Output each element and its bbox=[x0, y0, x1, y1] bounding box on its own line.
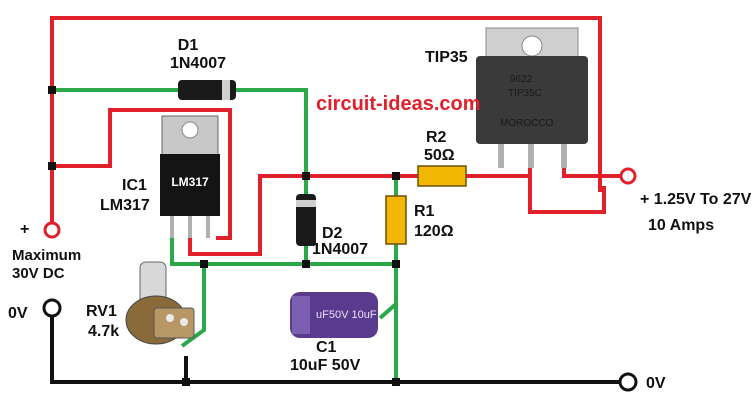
tip35-transistor-package: 9622 TIP35C MOROCCO bbox=[476, 27, 588, 168]
input-zero-terminal bbox=[42, 298, 62, 318]
top-rail-wire bbox=[50, 16, 602, 228]
resistor-r2 bbox=[417, 165, 467, 187]
junction-dot bbox=[392, 378, 400, 386]
junction-dot bbox=[302, 260, 310, 268]
c1-ref-label: C1 bbox=[316, 339, 337, 356]
ground-wires bbox=[50, 315, 622, 384]
d1-part-label: 1N4007 bbox=[170, 55, 226, 72]
r2-value-label: 50Ω bbox=[424, 147, 455, 164]
junction-dot bbox=[48, 86, 56, 94]
output-plus-terminal bbox=[619, 167, 637, 185]
ic1-ref-label: IC1 bbox=[122, 177, 147, 194]
ic1-body-marking: LM317 bbox=[171, 175, 209, 189]
watermark-text: circuit-ideas.com bbox=[316, 93, 481, 115]
output-zero-terminal bbox=[618, 372, 638, 392]
output-plus-label-1: + 1.25V To 27V bbox=[640, 191, 752, 208]
diode-d2 bbox=[296, 194, 316, 246]
rv1-wiper-wire bbox=[180, 264, 206, 348]
resistor-r1 bbox=[385, 195, 407, 245]
adjust-bus-wire bbox=[170, 236, 396, 266]
rv1-ref-label: RV1 bbox=[86, 303, 117, 320]
rv1-value-label: 4.7k bbox=[88, 323, 119, 340]
output-plus-label-2: 10 Amps bbox=[648, 217, 714, 234]
c1-value-label: 10uF 50V bbox=[290, 357, 361, 374]
input-plus-symbol: + bbox=[20, 221, 29, 238]
tip35-marking-1: 9622 bbox=[510, 74, 533, 85]
junction-dot bbox=[392, 260, 400, 268]
input-zero-label: 0V bbox=[8, 305, 28, 322]
c1-plus-wire bbox=[378, 302, 398, 320]
tip35-label: TIP35 bbox=[425, 49, 468, 66]
ic1-lm317-package: LM317 bbox=[160, 115, 220, 238]
input-plus-terminal bbox=[43, 221, 61, 239]
junction-dot bbox=[302, 172, 310, 180]
r1-ref-label: R1 bbox=[414, 203, 435, 220]
d1-ref-label: D1 bbox=[178, 37, 199, 54]
ic1-part-label: LM317 bbox=[100, 197, 150, 214]
c1-body-marking: uF50V 10uF bbox=[316, 309, 377, 321]
output-zero-label: 0V bbox=[646, 375, 666, 392]
tip35-emitter-wire bbox=[562, 148, 610, 178]
d2-part-label: 1N4007 bbox=[312, 241, 368, 258]
junction-dot bbox=[392, 172, 400, 180]
diode-d1 bbox=[178, 80, 236, 100]
positive-wires bbox=[50, 16, 622, 256]
tip35-collector-wire bbox=[528, 148, 606, 214]
ic-output-wire bbox=[188, 174, 420, 256]
d2-ref-label: D2 bbox=[322, 225, 343, 242]
r2-ref-label: R2 bbox=[426, 129, 447, 146]
input-plus-label-1: Maximum bbox=[12, 247, 81, 264]
input-plus-label-2: 30V DC bbox=[12, 265, 65, 282]
ground-rail-wire bbox=[50, 315, 622, 384]
junction-dot bbox=[48, 162, 56, 170]
tip35-marking-3: MOROCCO bbox=[500, 118, 554, 129]
junction-dot bbox=[200, 260, 208, 268]
tip35-marking-2: TIP35C bbox=[508, 88, 542, 99]
junction-dot bbox=[182, 378, 190, 386]
capacitor-c1: uF50V 10uF bbox=[290, 292, 378, 338]
r1-value-label: 120Ω bbox=[414, 223, 454, 240]
ic-input-loop-wire bbox=[52, 108, 232, 240]
junctions bbox=[48, 86, 400, 386]
potentiometer-rv1 bbox=[125, 261, 195, 345]
